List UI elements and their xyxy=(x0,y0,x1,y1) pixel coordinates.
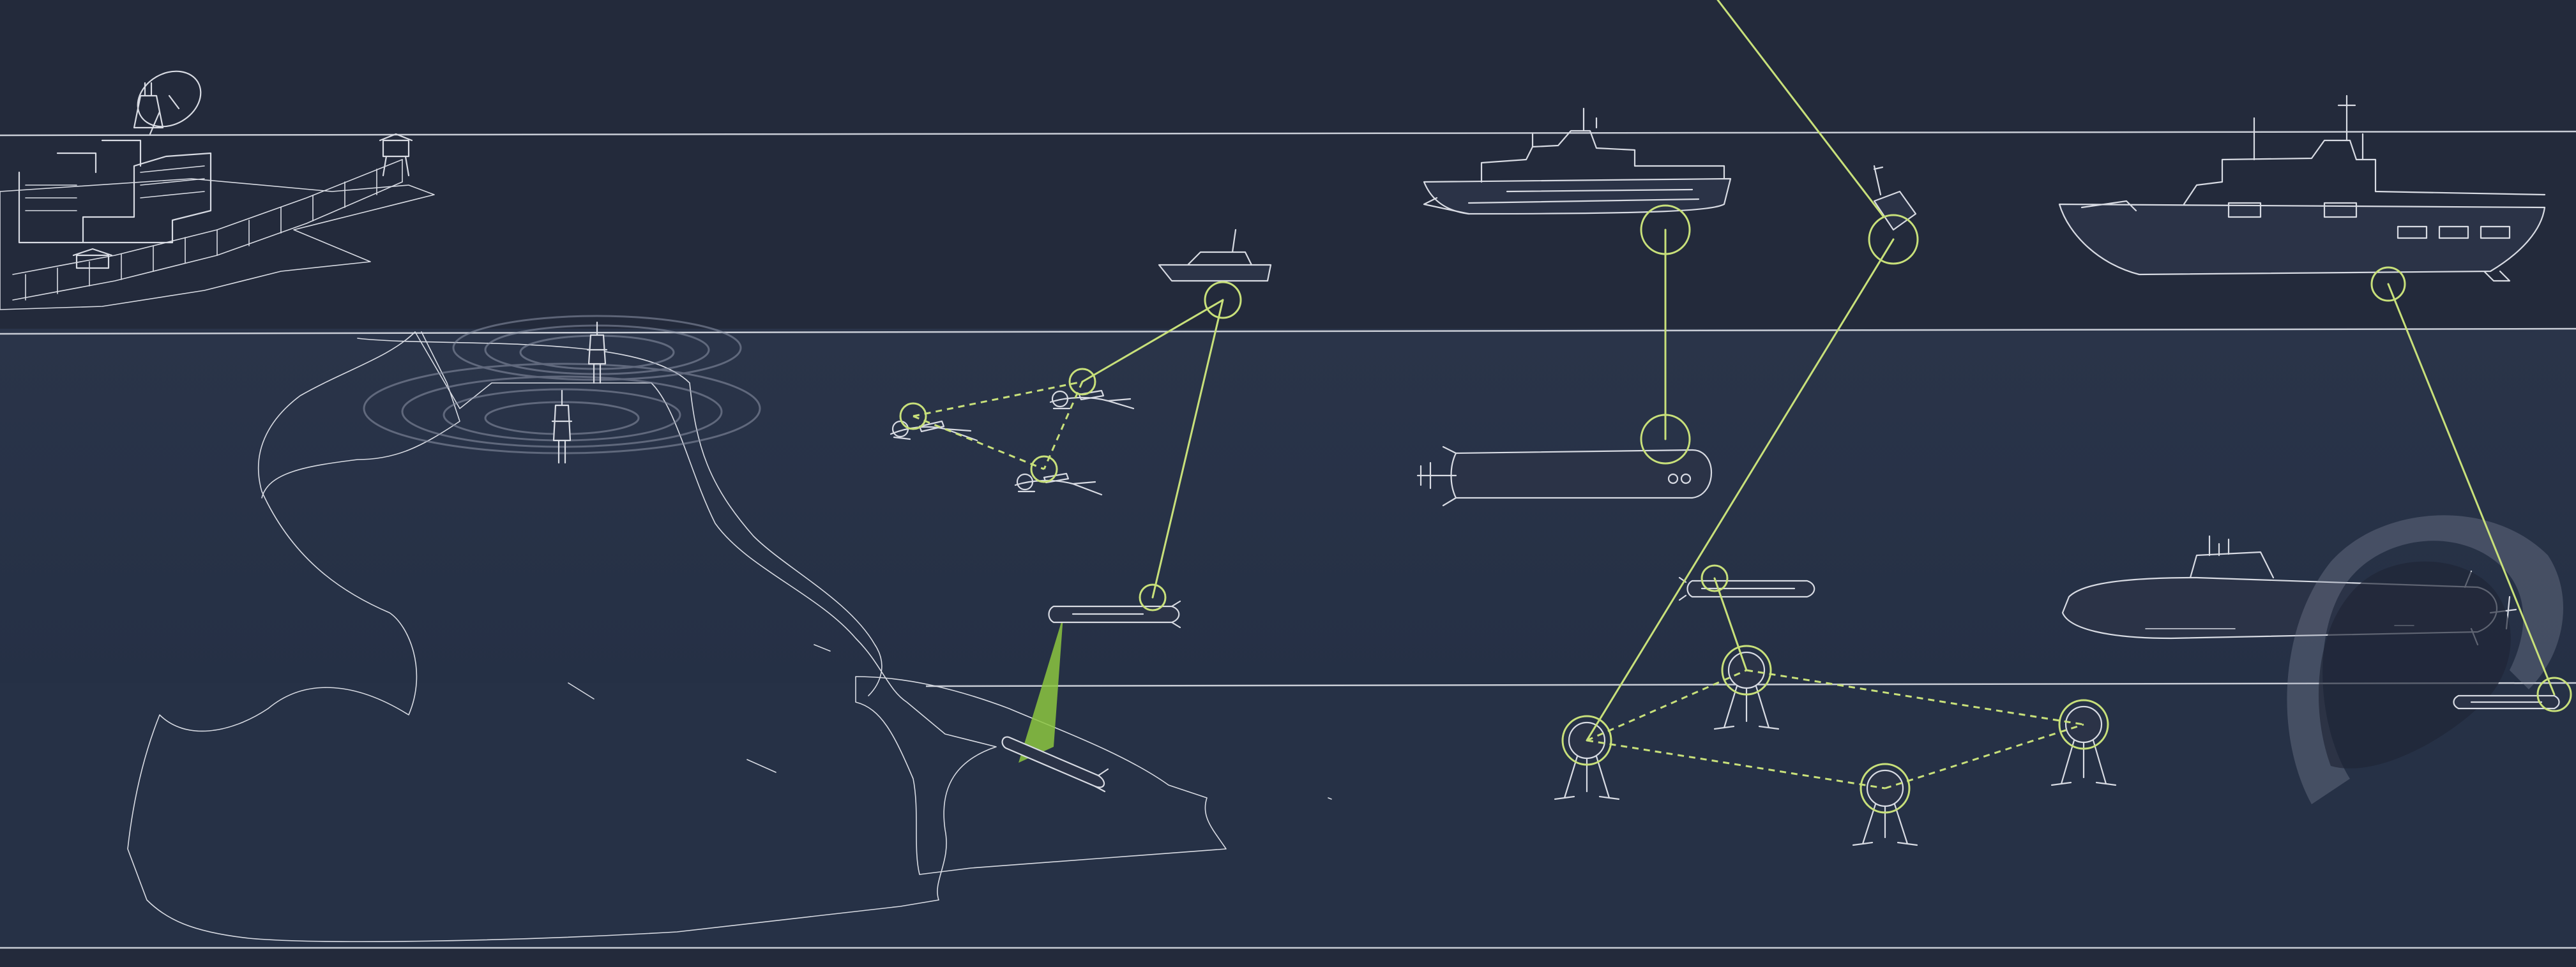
link-diver1-diver3 xyxy=(913,416,1044,469)
ring-node3 xyxy=(1861,764,1909,813)
horizon-line xyxy=(0,131,2576,135)
link-diver1-diver2 xyxy=(913,382,1082,416)
patrol-ship xyxy=(1424,109,1731,214)
seabed-crack-4 xyxy=(1328,798,1331,799)
radar-dish-icon xyxy=(128,60,211,137)
sky-layer xyxy=(0,0,2576,329)
underwater-terrain xyxy=(128,332,1331,941)
towed-vehicle xyxy=(2454,696,2559,708)
coastal-base xyxy=(0,60,434,310)
link-node3-node4 xyxy=(1885,724,2084,788)
ring-towed xyxy=(2538,678,2571,711)
ring-mini-auv xyxy=(1702,566,1727,591)
ring-auv xyxy=(1140,585,1165,610)
link-buoy-node1 xyxy=(1587,239,1893,740)
wake-vortex xyxy=(2287,515,2563,804)
ring-usv xyxy=(1205,282,1241,318)
link-usv-auv xyxy=(1153,300,1223,597)
usv xyxy=(1159,230,1271,281)
ring-node2 xyxy=(1722,646,1771,694)
link-incoming-sky xyxy=(1718,0,1884,217)
ring-node1 xyxy=(1563,716,1611,765)
seabed-uuv xyxy=(1003,737,1108,791)
bottom-strip xyxy=(0,948,2576,967)
frigate xyxy=(2059,96,2545,281)
buoy-a xyxy=(587,322,607,383)
link-network xyxy=(913,0,2554,788)
guard-tower xyxy=(380,134,412,176)
seabed-crack-3 xyxy=(814,645,830,651)
ring-diver3 xyxy=(1031,456,1057,482)
link-miniauv-node2 xyxy=(1715,578,1746,670)
large-uuv xyxy=(1418,447,1711,506)
base-building xyxy=(19,140,211,243)
seabed-layer xyxy=(0,683,2576,948)
ring-node4 xyxy=(2059,700,2108,749)
spar-buoy xyxy=(1874,166,1916,230)
diver-2 xyxy=(1050,391,1133,409)
sonar-beam xyxy=(1019,616,1063,763)
ring-diver1 xyxy=(900,403,926,429)
link-node1-node3 xyxy=(1587,740,1885,788)
seabed-ridge xyxy=(856,677,1226,874)
ring-large-uuv xyxy=(1641,415,1690,463)
ring-frigate xyxy=(2372,267,2405,301)
mini-auv xyxy=(1679,578,1814,600)
radar-mast xyxy=(150,96,179,134)
coastline xyxy=(0,179,434,310)
buoy-b xyxy=(552,391,572,463)
base-building-detail xyxy=(26,166,204,211)
link-usv-diver2 xyxy=(1082,300,1223,382)
node-rings xyxy=(900,206,2571,813)
link-diver2-diver3 xyxy=(1044,382,1082,469)
auv xyxy=(1019,601,1180,763)
ring-diver2 xyxy=(1070,369,1095,394)
fence-posts xyxy=(26,160,402,300)
sea-surface-line xyxy=(0,329,2576,334)
seabed-crack-2 xyxy=(747,760,776,772)
cliff-mass xyxy=(128,332,996,941)
ring-spar-buoy xyxy=(1869,215,1918,264)
guard-post xyxy=(73,249,112,268)
ring-patrol-ship xyxy=(1641,206,1690,254)
link-node1-node2 xyxy=(1587,670,1746,740)
link-frigate-towed xyxy=(2388,284,2554,694)
seabed-crack-1 xyxy=(568,683,594,699)
diver-3 xyxy=(1015,474,1102,495)
